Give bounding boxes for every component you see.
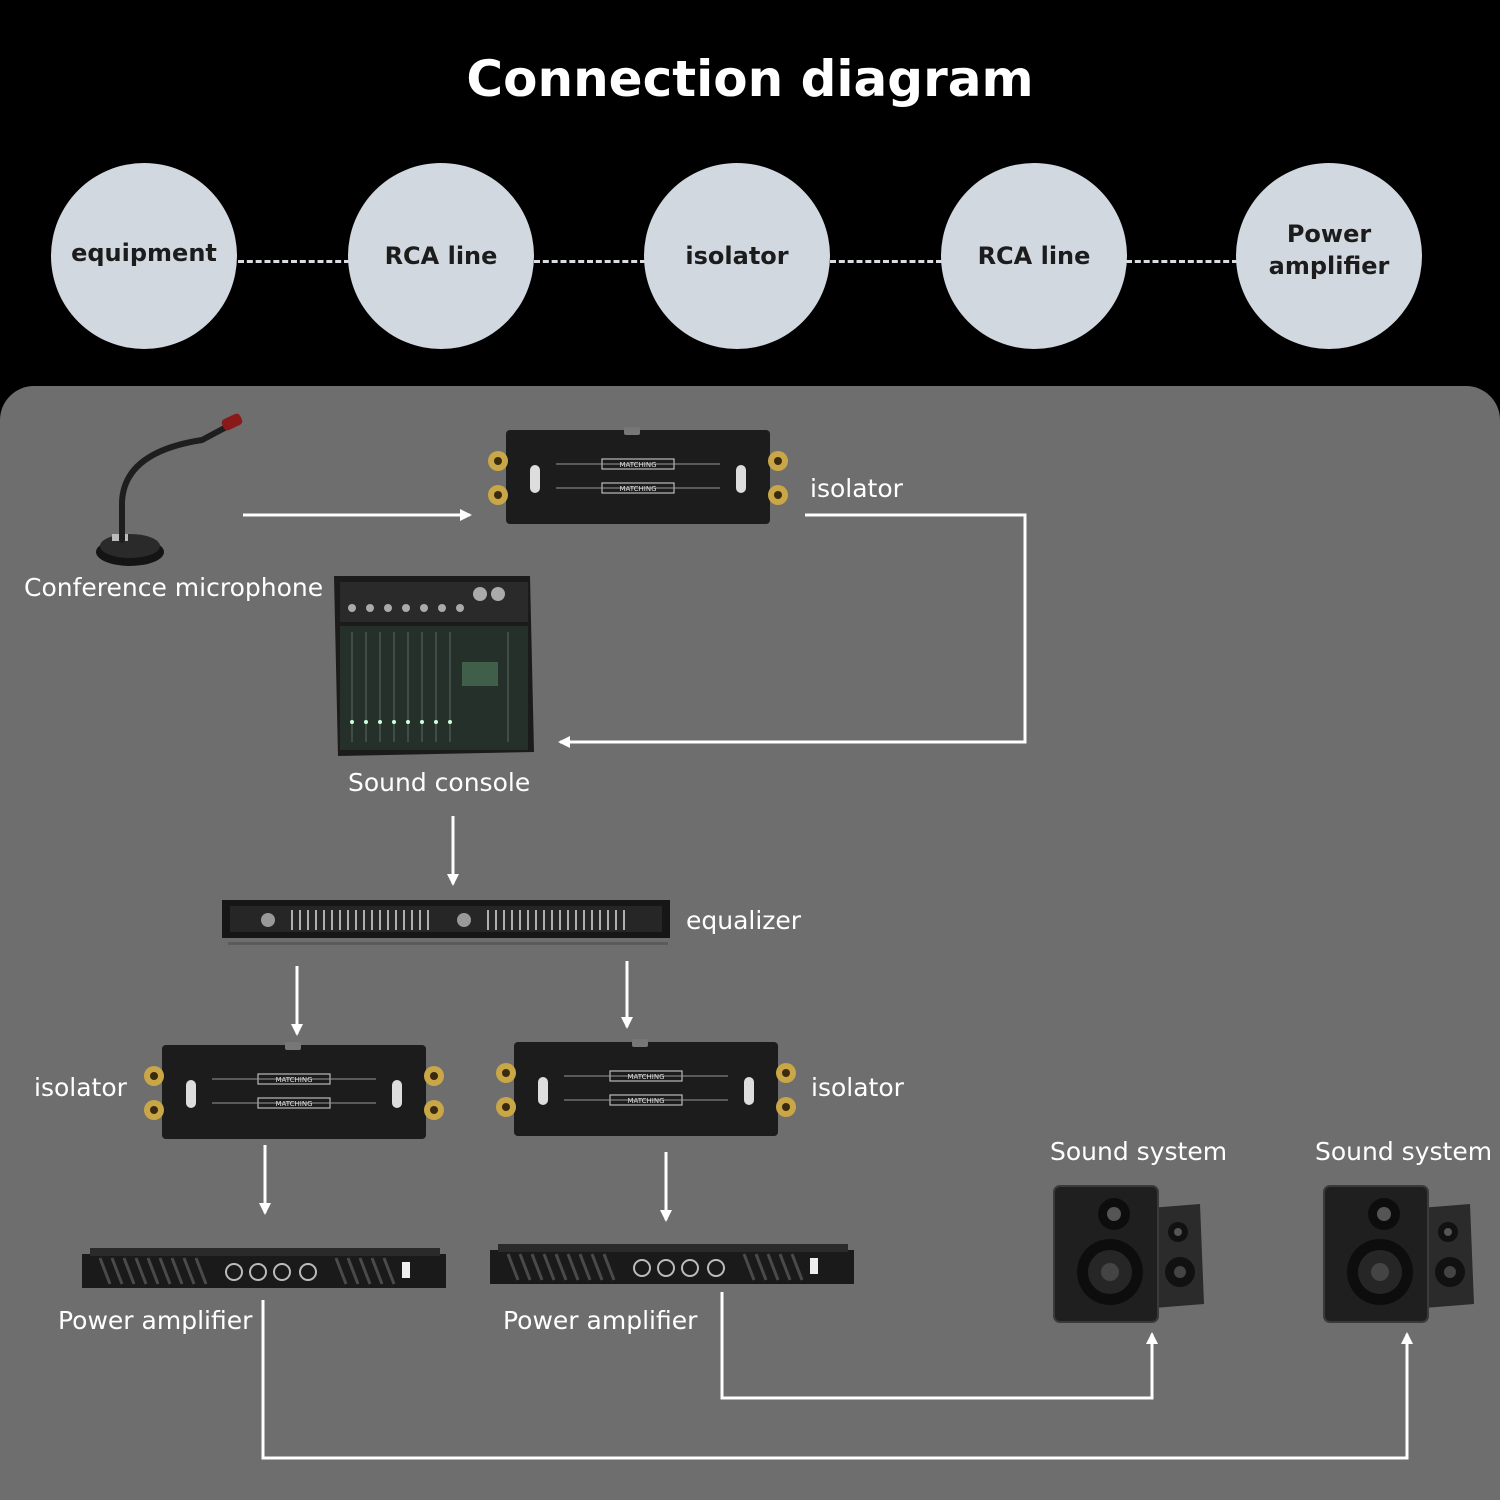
chain-step-equipment: equipment (51, 163, 237, 349)
microphone-label: Conference microphone (24, 573, 324, 602)
chain-connector-4 (1126, 260, 1238, 263)
equalizer-label: equalizer (686, 906, 802, 935)
chain-connector-1 (238, 260, 350, 263)
chain-step-label: Power amplifier (1268, 219, 1390, 280)
chain-step-isolator: isolator (644, 163, 830, 349)
chain-step-label: RCA line (384, 241, 498, 270)
sound-console-device (334, 576, 534, 756)
amp-left-label: Power amplifier (58, 1306, 253, 1335)
isolator-top-label: isolator (810, 474, 903, 503)
chain-step-rca-line-2: RCA line (941, 163, 1127, 349)
isolator-panel-label: MATCHING (619, 461, 656, 469)
isolator-right-label: isolator (811, 1073, 904, 1102)
power-amplifier-right-device (490, 1244, 854, 1284)
speaker-2-label: Sound system (1315, 1137, 1493, 1166)
chain-step-label: equipment (71, 238, 217, 267)
isolator-panel-label: MATCHING (275, 1076, 312, 1084)
speaker-system-2-icon (1323, 1185, 1474, 1323)
isolator-panel-label: MATCHING (627, 1097, 664, 1105)
isolator-panel-label: MATCHING (275, 1100, 312, 1108)
chain-connector-2 (534, 260, 646, 263)
speaker-system-1-icon (1053, 1185, 1204, 1323)
wire-amp-right-to-speaker-1 (720, 1292, 1158, 1400)
chain-step-label: isolator (685, 241, 789, 270)
chain-step-power-amplifier: Power amplifier (1236, 163, 1422, 349)
chain-step-rca-line-1: RCA line (348, 163, 534, 349)
conference-microphone-icon (96, 413, 243, 566)
isolator-left-label: isolator (34, 1073, 127, 1102)
power-amplifier-left-device (82, 1248, 446, 1288)
isolator-panel-label: MATCHING (619, 485, 656, 493)
isolator-left-device: MATCHING MATCHING (144, 1042, 444, 1139)
amp-right-label: Power amplifier (503, 1306, 698, 1335)
isolator-right-device: MATCHING MATCHING (496, 1039, 796, 1136)
wire-amp-left-to-speaker-2 (261, 1300, 1413, 1460)
console-label: Sound console (348, 768, 531, 797)
chain-step-label: RCA line (977, 241, 1091, 270)
isolator-top-device: MATCHING MATCHING (488, 427, 788, 524)
chain-connector-3 (830, 260, 942, 263)
page-title: Connection diagram (466, 50, 1034, 108)
wire-isolator-to-console (558, 513, 1027, 748)
isolator-panel-label: MATCHING (627, 1073, 664, 1081)
equalizer-device (222, 900, 670, 945)
speaker-1-label: Sound system (1050, 1137, 1228, 1166)
